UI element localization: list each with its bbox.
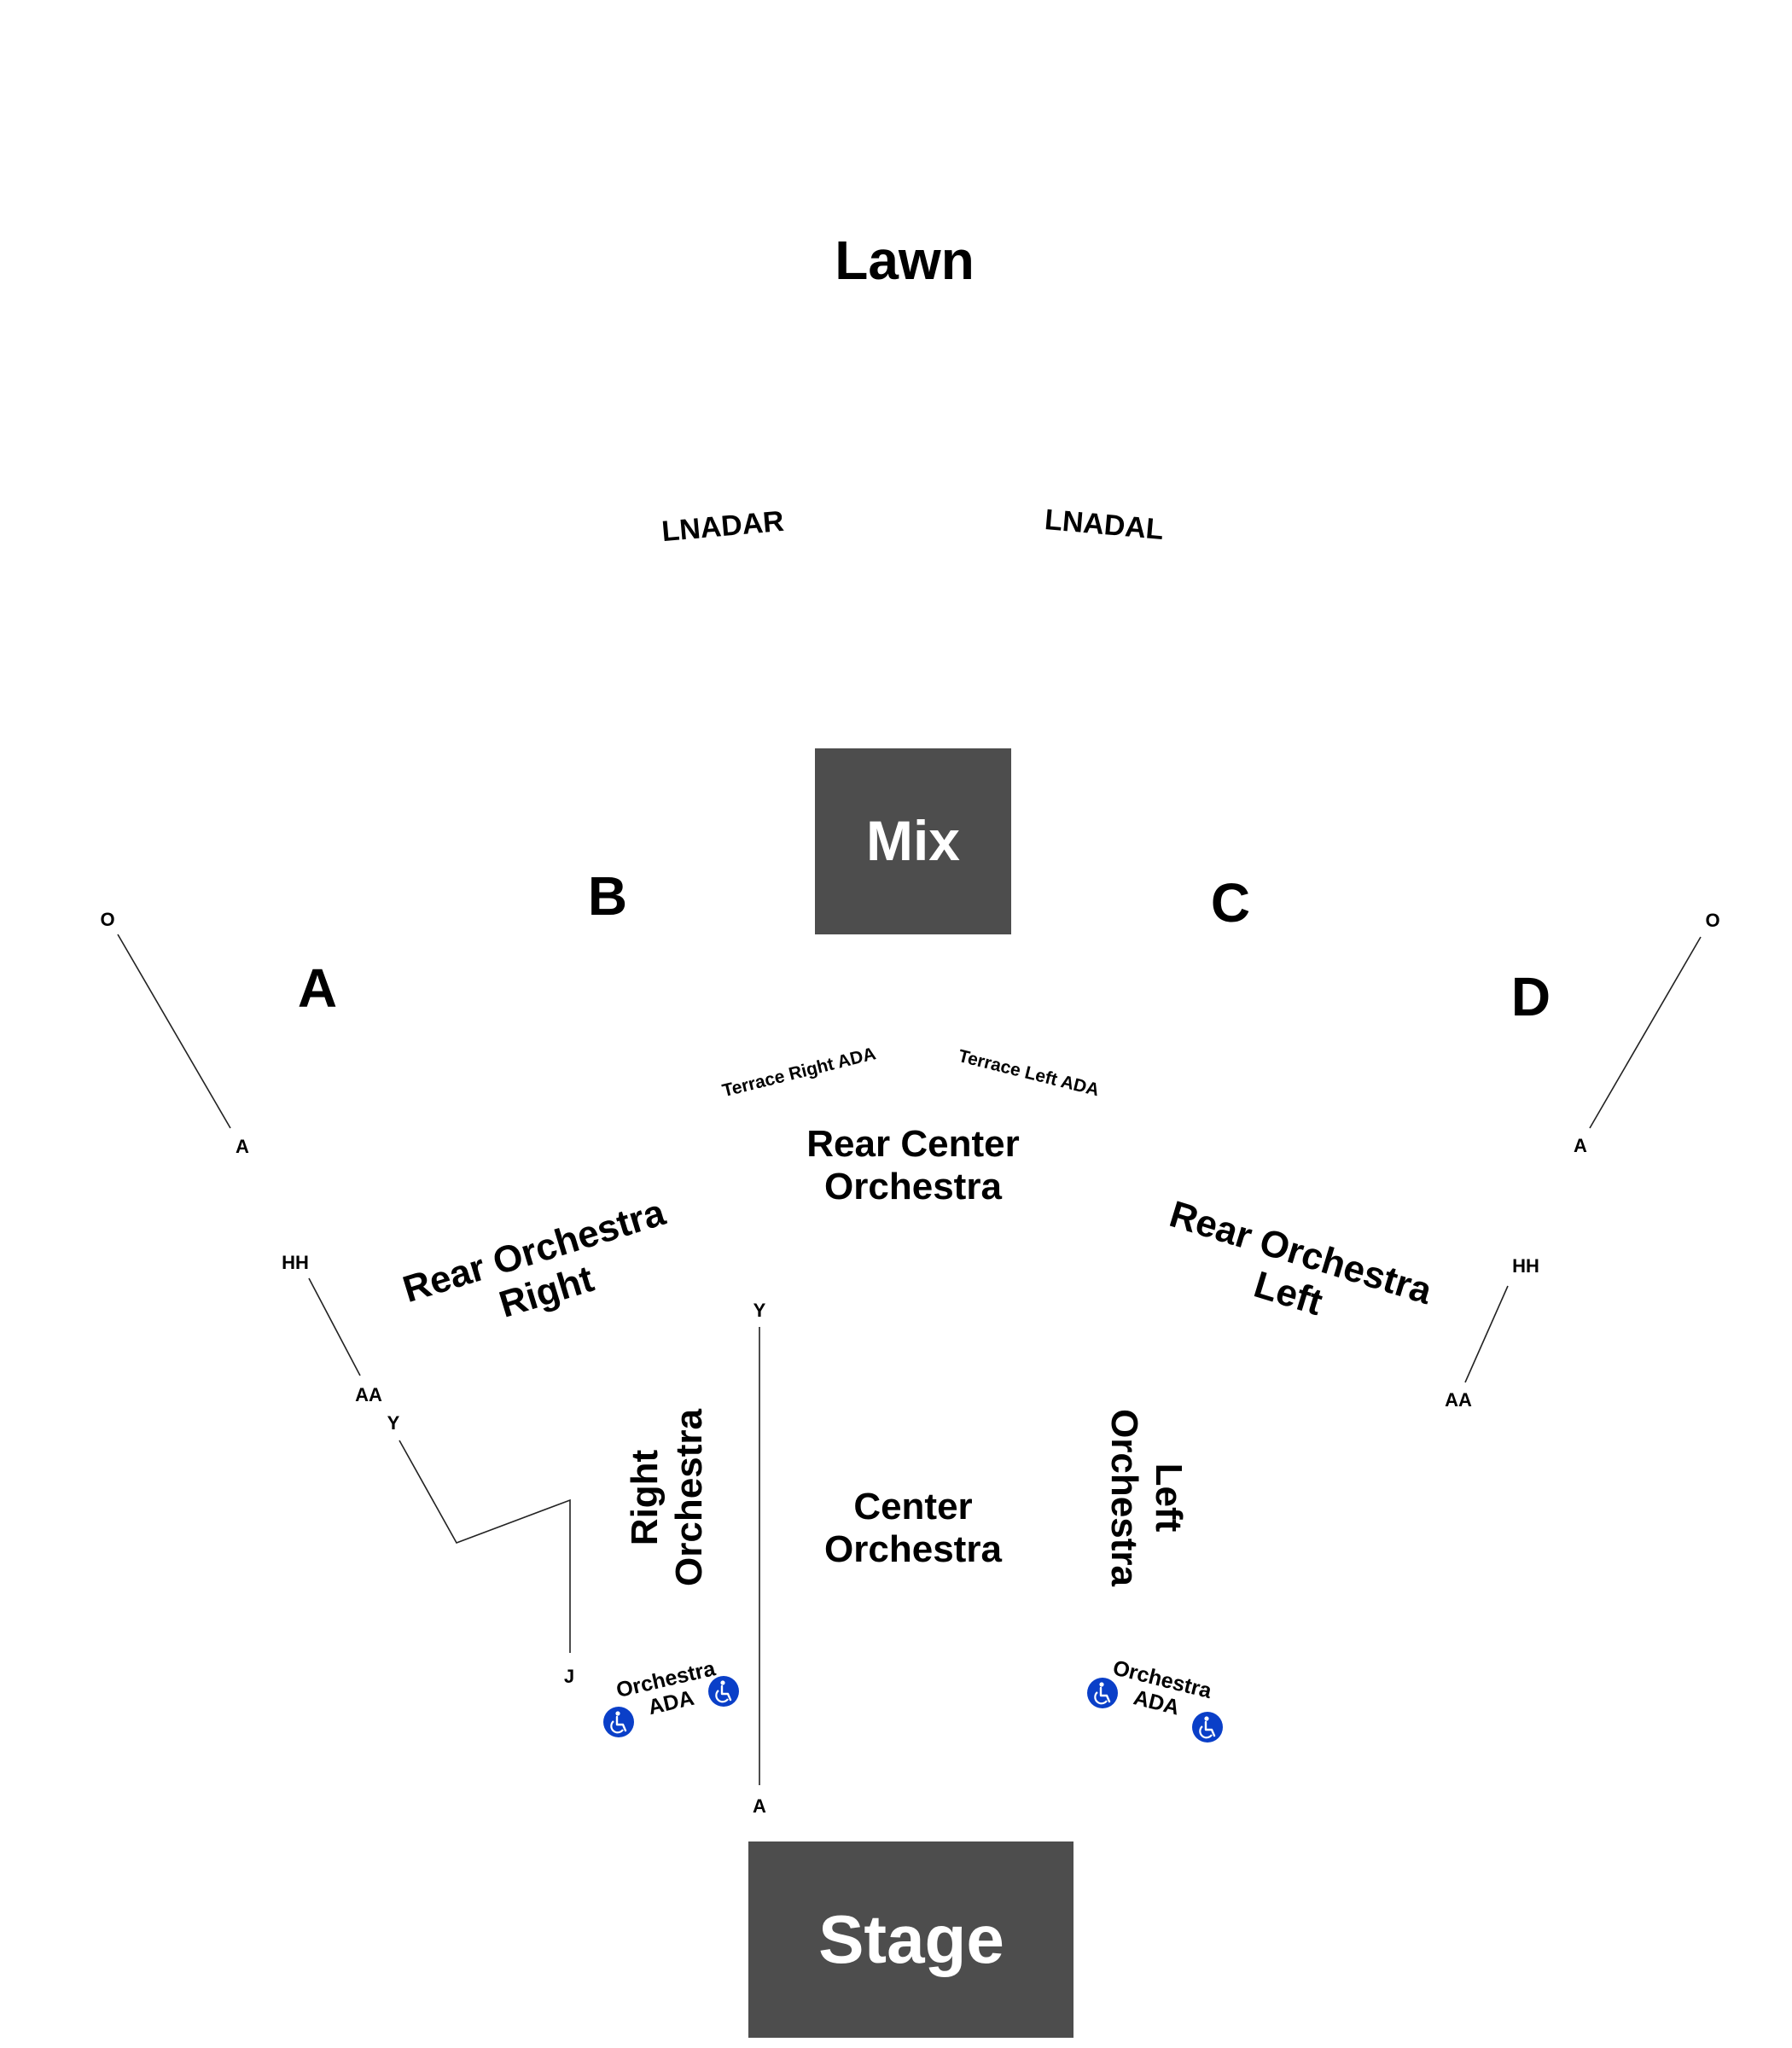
row-label-co-bottom: A xyxy=(753,1795,766,1817)
section-d[interactable]: D xyxy=(1511,966,1551,1027)
row-label-rol-top: HH xyxy=(1512,1255,1539,1277)
row-label-d-bottom: A xyxy=(1574,1135,1587,1156)
right-orchestra-line-1: Right xyxy=(624,1449,666,1545)
row-line-rol xyxy=(1464,1285,1509,1383)
row-label-d-top: O xyxy=(1705,910,1719,931)
wheelchair-icon xyxy=(708,1676,739,1707)
row-line-ror xyxy=(308,1277,361,1376)
section-terrace-right-ada[interactable]: Terrace Right ADA xyxy=(720,1044,877,1101)
section-c[interactable]: C xyxy=(1211,872,1250,934)
row-line-a xyxy=(117,934,231,1129)
right-orchestra-line-2: Orchestra xyxy=(668,1409,710,1586)
stage: Stage xyxy=(748,1841,1073,2038)
row-label-a-bottom: A xyxy=(236,1136,249,1157)
row-line-d xyxy=(1589,936,1702,1129)
row-label-ro-top: Y xyxy=(387,1412,400,1434)
section-right-orchestra[interactable]: Right Orchestra xyxy=(624,1409,710,1586)
mix-booth: Mix xyxy=(815,748,1011,934)
row-label-ror-bottom: AA xyxy=(355,1384,382,1405)
stage-label: Stage xyxy=(818,1901,1004,1977)
mix-label: Mix xyxy=(866,809,960,872)
section-b[interactable]: B xyxy=(588,865,627,927)
wheelchair-icon xyxy=(1192,1712,1223,1743)
section-rear-center-orchestra[interactable]: Rear Center Orchestra xyxy=(806,1123,1019,1207)
row-label-co-top: Y xyxy=(753,1300,766,1321)
section-lawn-ada-left[interactable]: LNADAL xyxy=(1044,503,1166,546)
center-orchestra-line-1: Center xyxy=(853,1486,972,1527)
left-orchestra-line-1: Left xyxy=(1148,1463,1190,1533)
section-lawn-ada-right[interactable]: LNADAR xyxy=(660,505,785,548)
section-rear-orchestra-right[interactable]: Rear Orchestra Right xyxy=(399,1191,684,1352)
row-label-ro-bottom: J xyxy=(564,1666,574,1687)
rear-center-orchestra-line-1: Rear Center xyxy=(806,1123,1019,1165)
row-label-rol-bottom: AA xyxy=(1445,1389,1472,1411)
row-label-ror-top: HH xyxy=(282,1252,309,1273)
section-terrace-left-ada[interactable]: Terrace Left ADA xyxy=(957,1046,1102,1100)
rear-center-orchestra-line-2: Orchestra xyxy=(824,1166,1002,1207)
center-orchestra-line-2: Orchestra xyxy=(824,1528,1002,1570)
section-left-orchestra[interactable]: Left Orchestra xyxy=(1103,1409,1190,1586)
left-orchestra-line-2: Orchestra xyxy=(1103,1409,1145,1586)
wheelchair-icon xyxy=(603,1707,634,1737)
section-rear-orchestra-left[interactable]: Rear Orchestra Left xyxy=(1152,1193,1437,1353)
row-line-ro xyxy=(399,1440,571,1653)
section-a[interactable]: A xyxy=(298,957,337,1019)
wheelchair-icon xyxy=(1087,1678,1118,1708)
section-center-orchestra[interactable]: Center Orchestra xyxy=(824,1486,1002,1570)
section-lawn[interactable]: Lawn xyxy=(835,230,975,291)
row-label-a-top: O xyxy=(100,909,114,930)
